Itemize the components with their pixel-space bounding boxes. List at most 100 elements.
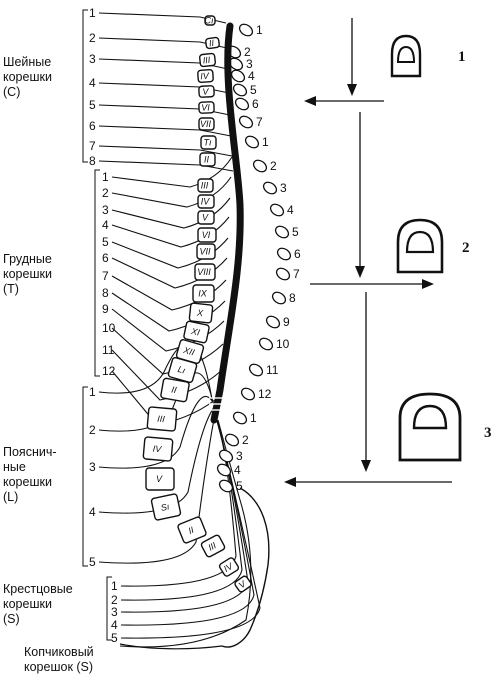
vertebra-label: Sı (160, 501, 171, 513)
spinous-number: 8 (289, 291, 296, 305)
spinous-number: 6 (252, 97, 259, 111)
vertebra-label: IV (200, 71, 210, 82)
spinous-number: 6 (294, 247, 301, 261)
spinous-number: 4 (248, 69, 255, 83)
vertebra-label: V (237, 578, 248, 590)
cervical-label-line3: (C) (3, 85, 20, 99)
thoracic-root-number: 3 (102, 203, 109, 217)
sacral-root-number: 1 (111, 579, 118, 593)
spinous-process: 5 (274, 225, 299, 239)
vertebra-body: VII (196, 243, 216, 260)
vertebra-label: IV (201, 197, 211, 207)
coccyx-outline (119, 643, 223, 650)
vertebra-body: V (234, 575, 252, 593)
vertebra-label: V (202, 86, 210, 96)
thoracic-root-number: 2 (102, 186, 109, 200)
cervical-nerve-root (98, 145, 233, 157)
vertebra-label: II (187, 525, 196, 536)
vertebra-body: IV (218, 557, 240, 577)
vertebra-body: V (198, 85, 215, 98)
thoracic-nerve-root (111, 349, 223, 401)
spinous-process: 6 (234, 97, 259, 111)
spinous-process: 4 (269, 203, 294, 217)
coccygeal-label-line2: корешок (S) (24, 660, 93, 674)
vertebra-label: II (171, 384, 178, 395)
spinous-number: 7 (293, 267, 300, 281)
spinous-process: 9 (265, 315, 290, 329)
lumbar-label-line2: ные (3, 460, 26, 474)
vertebra-label: III (201, 181, 209, 191)
cervical-root-number: 8 (89, 154, 96, 168)
thoracic-root-number: 5 (102, 235, 109, 249)
lumbar-bracket (82, 386, 88, 567)
lumbar-group-label: Пояснич- ные корешки (L) (3, 445, 57, 504)
spinous-process: 7 (275, 267, 300, 281)
vertebra-label: II (208, 38, 215, 49)
spinal-cord (210, 22, 244, 424)
cervical-root-number: 4 (89, 76, 96, 90)
spinous-process: 2 (252, 159, 277, 173)
lumbar-root-number: 4 (89, 505, 96, 519)
vertebra-label: VIII (197, 267, 211, 277)
figure-number-1: 1 (458, 49, 466, 65)
lumbar-root-number: 5 (89, 555, 96, 569)
spinous-number: 5 (250, 83, 257, 97)
nerve-roots (98, 12, 261, 648)
vertebra-body: V (197, 210, 215, 225)
thoracic-root-number: 7 (102, 269, 109, 283)
vertebra-label: V (202, 213, 209, 223)
vertebra-body: II (199, 152, 216, 167)
spinous-number: 9 (283, 315, 290, 329)
spinous-number: 1 (250, 411, 257, 425)
spinous-process: 1 (244, 135, 269, 149)
vertebra-body: III (197, 178, 214, 193)
vertebra-body: VIII (194, 263, 216, 281)
cervical-bracket (82, 9, 88, 163)
cervical-nerve-root (98, 12, 227, 24)
thoracic-root-number: 9 (102, 302, 109, 316)
vertebra-body: Lı (167, 356, 198, 384)
vertebra-label: III (206, 540, 218, 553)
cervical-root-number: 5 (89, 98, 96, 112)
vertebra-label: III (202, 55, 211, 66)
thoracic-group-label: Грудные корешки (T) (3, 252, 52, 296)
vertebra-body: IX (192, 284, 215, 303)
spinous-number: 5 (236, 479, 243, 493)
sacral-nerve-root (120, 411, 237, 587)
vertebra-label: Tı (204, 138, 212, 148)
vertebra-body: III (199, 52, 216, 68)
thoracic-nerve-root (111, 156, 233, 188)
thoracic-root-number: 10 (102, 321, 116, 335)
coccygeal-group-label: Копчиковый корешок (S) (24, 645, 94, 674)
spinous-number: 3 (236, 449, 243, 463)
spinous-process: 5 (232, 83, 257, 97)
figure-number-3: 3 (484, 425, 492, 441)
spinous-process: 7 (238, 115, 263, 129)
vertebra-body: X (188, 302, 214, 324)
thoracic-root-number: 1 (102, 170, 109, 184)
spinous-number: 12 (258, 387, 272, 401)
vertebra-label: XII (181, 345, 196, 358)
vertebra-label: II (204, 155, 210, 165)
vertebra-body: Tı (200, 135, 217, 150)
vertebra-label: X (195, 308, 204, 319)
group-brackets (82, 9, 112, 641)
cervical-root-number: 6 (89, 119, 96, 133)
thoracic-root-number: 6 (102, 251, 109, 265)
spinous-number: 2 (270, 159, 277, 173)
spinous-number: 1 (262, 135, 269, 149)
sacral-root-number: 4 (111, 618, 118, 632)
vertebra-body: XII (175, 339, 205, 364)
lumbar-root-number: 2 (89, 423, 96, 437)
spinous-number: 11 (266, 363, 279, 377)
sacral-root-number: 3 (111, 605, 118, 619)
vertebra-label: XI (189, 326, 201, 338)
vertebra-label: VII (199, 247, 211, 257)
cervical-group-label: Шейные корешки (C) (3, 55, 52, 99)
vertebra-body: Sı (150, 493, 182, 521)
lumbar-root-number: 3 (89, 460, 96, 474)
sacral-label-line3: (S) (3, 612, 20, 626)
sacral-root-number: 5 (111, 631, 118, 645)
cervical-root-number: 3 (89, 52, 96, 66)
